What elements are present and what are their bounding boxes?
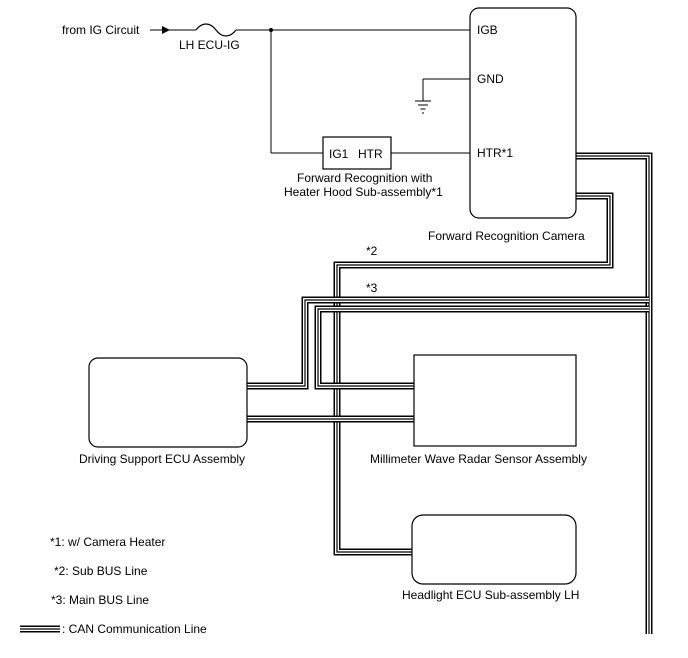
- camera-pin-htr: HTR*1: [477, 146, 513, 160]
- forward-recognition-camera-box: [469, 7, 577, 219]
- source-label: from IG Circuit: [62, 23, 140, 37]
- driving-support-ecu-box: [88, 357, 248, 448]
- heater-pin-ig1: IG1: [329, 147, 349, 161]
- main-bus-line: [247, 152, 653, 634]
- radar-sensor-box: [413, 354, 577, 447]
- note-2: *2: Sub BUS Line: [54, 564, 148, 578]
- ig-power-wiring: [150, 23, 470, 154]
- camera-label: Forward Recognition Camera: [428, 229, 585, 243]
- fuse-icon: [195, 23, 237, 37]
- main-bus-mark: *3: [366, 281, 378, 295]
- heater-label-line1: Forward Recognition with: [297, 171, 432, 185]
- headlight-ecu-label: Headlight ECU Sub-assembly LH: [402, 588, 579, 602]
- can-line-legend-label: : CAN Communication Line: [62, 622, 207, 636]
- camera-pin-igb: IGB: [477, 23, 498, 37]
- heater-pin-htr: HTR: [358, 147, 383, 161]
- sub-bus-mark: *2: [366, 244, 378, 258]
- note-1: *1: w/ Camera Heater: [50, 535, 165, 549]
- headlight-ecu-box: [411, 514, 577, 585]
- camera-pin-gnd: GND: [477, 72, 504, 86]
- radar-sensor-label: Millimeter Wave Radar Sensor Assembly: [370, 452, 587, 466]
- sub-bus-line: [333, 192, 614, 556]
- fuse-label: LH ECU-IG: [179, 38, 240, 52]
- note-3: *3: Main BUS Line: [51, 593, 149, 607]
- driving-support-ecu-label: Driving Support ECU Assembly: [79, 452, 245, 466]
- ig-arrow-icon: [162, 26, 170, 34]
- heater-label-line2: Heater Hood Sub-assembly*1: [284, 185, 443, 199]
- heater-hood-box: [322, 136, 392, 170]
- ground-icon: [415, 100, 431, 114]
